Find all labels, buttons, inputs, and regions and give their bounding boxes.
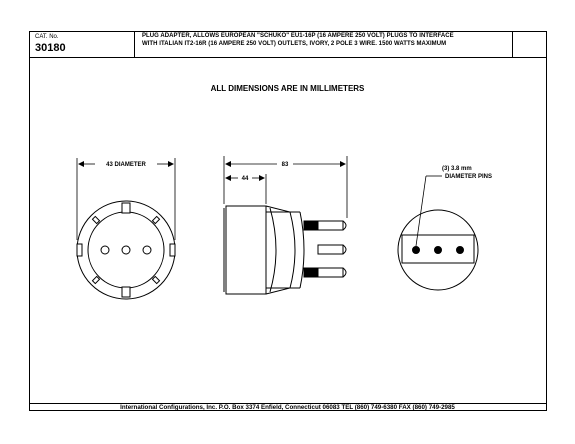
- socket-hole-left: [100, 245, 110, 255]
- description-line-2: WITH ITALIAN IT2-16R (16 AMPERE 250 VOLT…: [142, 41, 447, 47]
- pin-label-line-2: DIAMETER PINS: [445, 174, 492, 180]
- front-dimension: [76, 158, 176, 240]
- side-dimensions: [223, 156, 348, 218]
- header-cell-divider: [134, 31, 135, 58]
- cat-number: 30180: [35, 42, 66, 54]
- pin-left: [412, 246, 420, 254]
- side-collar-edge: [269, 207, 277, 293]
- front-outer-circle: [76, 200, 176, 300]
- earth-clip-bottom: [121, 286, 131, 298]
- front-notch-left: [76, 243, 83, 257]
- pin-view: [397, 175, 479, 291]
- side-pin-bottom: [303, 267, 347, 278]
- pin-label-line-1: (3) 3.8 mm: [442, 166, 472, 172]
- body-length-label: 44: [242, 176, 249, 182]
- cat-number-label: CAT. No.: [35, 34, 59, 40]
- pin-leader: [415, 175, 427, 247]
- pin-view-outer-circle: [397, 209, 479, 291]
- side-body: [225, 205, 267, 295]
- front-diameter-label: 43 DIAMETER: [106, 162, 146, 168]
- sheet-border: [29, 31, 547, 411]
- footer-divider: [29, 403, 547, 404]
- pin-center: [434, 246, 442, 254]
- front-notch-right: [169, 243, 176, 257]
- socket-hole-right: [142, 245, 152, 255]
- side-pin-middle: [317, 244, 347, 255]
- description-line-1: PLUG ADAPTER, ALLOWS EUROPEAN "SCHUKO" E…: [142, 33, 454, 39]
- earth-clip-top: [121, 202, 131, 214]
- units-note: ALL DIMENSIONS ARE IN MILLIMETERS: [210, 84, 365, 93]
- socket-hole-center: [121, 245, 131, 255]
- front-tab-br: [151, 275, 161, 285]
- side-collar: [265, 205, 296, 295]
- front-tab-bl: [91, 275, 101, 285]
- side-pin-top: [303, 220, 347, 231]
- front-inner-recess: [87, 211, 165, 289]
- overall-length-label: 83: [282, 162, 289, 168]
- header-divider: [29, 57, 547, 58]
- front-tab-tr: [151, 215, 161, 225]
- side-collar-face: [299, 211, 305, 289]
- front-tab-tl: [91, 215, 101, 225]
- side-view: [223, 205, 347, 295]
- pin-right: [456, 246, 464, 254]
- header-cell-divider-right: [512, 31, 513, 58]
- company-footer: International Configurations, Inc. P.O. …: [120, 404, 455, 411]
- front-view: [76, 200, 176, 300]
